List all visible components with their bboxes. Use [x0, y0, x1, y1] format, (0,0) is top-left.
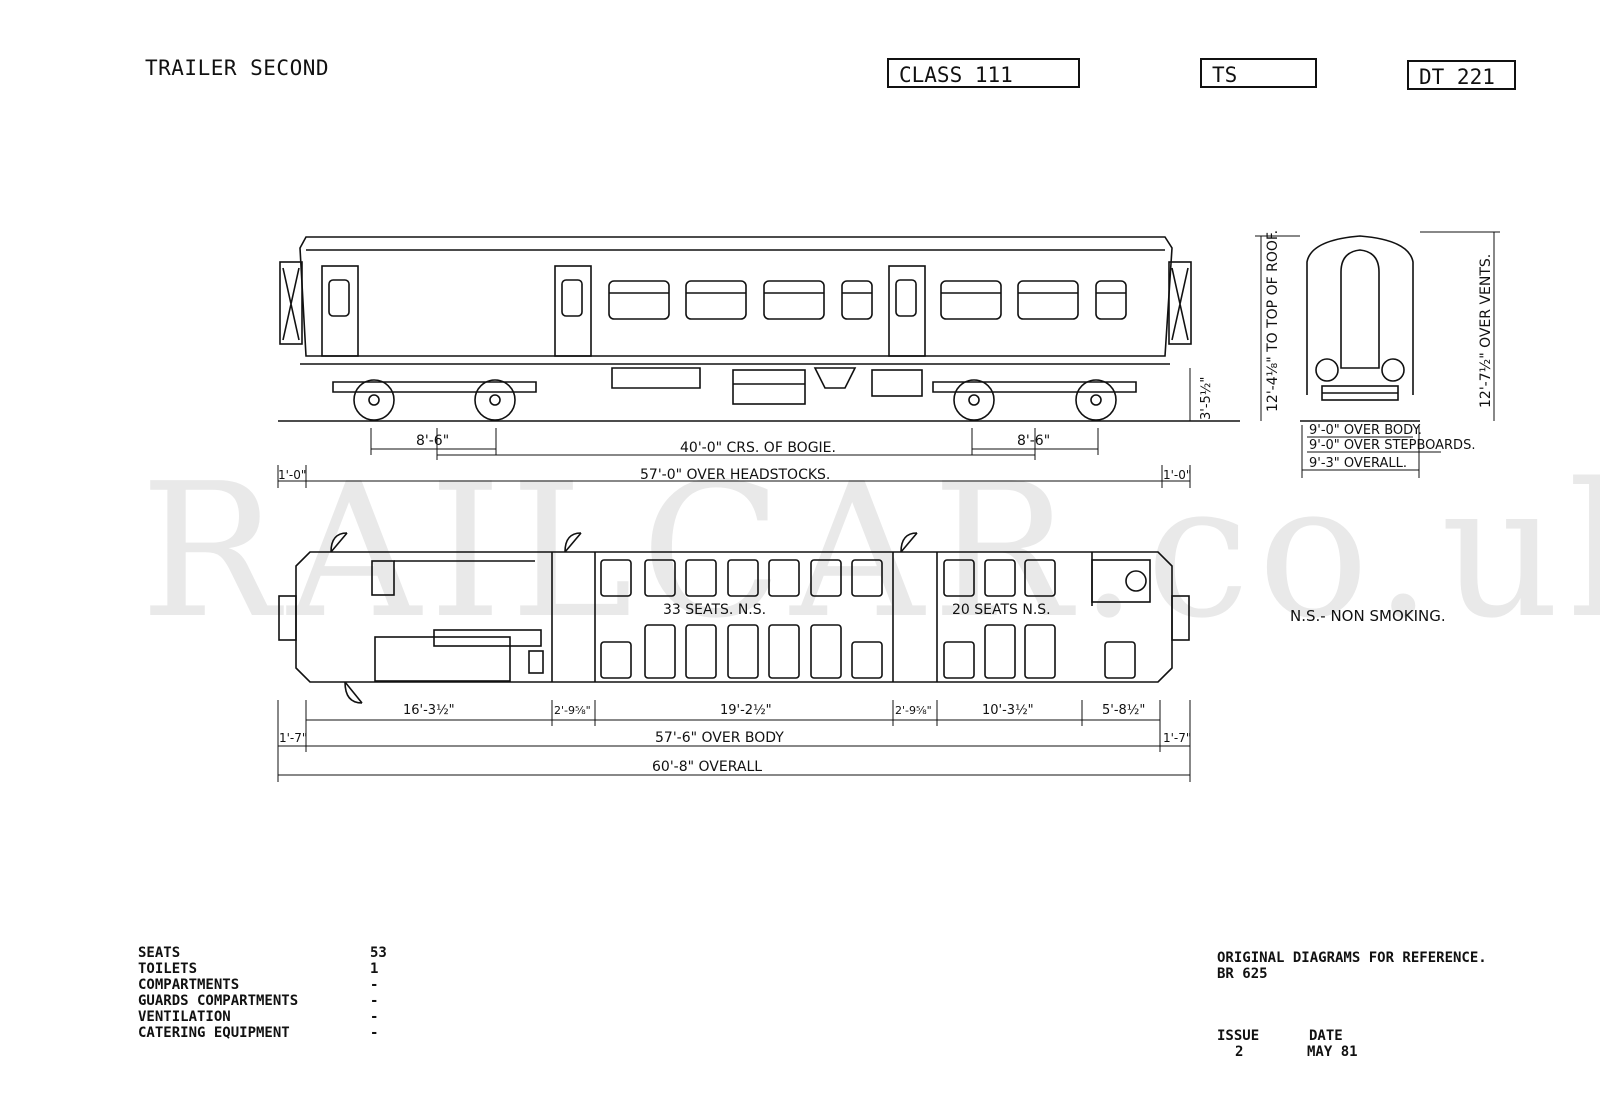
spec-row-toilets: TOILETS 1: [138, 961, 410, 977]
spec-row-compartments: COMPARTMENTS -: [138, 977, 410, 993]
spec-row-seats: SEATS 53: [138, 945, 410, 961]
dim-section-1: 16'-3½": [403, 703, 455, 718]
spec-value: -: [370, 1009, 379, 1025]
dim-section-2: 19'-2½": [720, 703, 772, 718]
issue-block: ISSUE DATE 2 MAY 81: [1217, 1028, 1358, 1060]
dim-headstock-left: 1'-0": [278, 468, 306, 482]
spec-label: VENTILATION: [138, 1009, 231, 1025]
dim-end-left: 1'-7": [279, 731, 307, 745]
end-dimensions: [1255, 231, 1500, 478]
specs-table: SEATS 53 TOILETS 1 COMPARTMENTS - GUARDS CO…: [138, 945, 410, 1041]
spec-value: -: [370, 993, 379, 1009]
side-dimensions: [277, 368, 1191, 488]
spec-row-guards-compartments: GUARDS COMPARTMENTS -: [138, 993, 410, 1009]
non-smoking-note: N.S.- NON SMOKING.: [1290, 607, 1446, 625]
dim-end-right: 1'-7": [1163, 731, 1191, 745]
dim-bogie-wheelbase-right: 8'-6": [1017, 433, 1050, 449]
dim-vestibule-2: 2'-9⅝": [895, 704, 932, 717]
reference-line-2: BR 625: [1217, 966, 1268, 982]
dim-section-4: 5'-8½": [1102, 703, 1145, 718]
spec-label: COMPARTMENTS: [138, 977, 240, 993]
diagram-number-box: DT 221: [1407, 60, 1516, 90]
dim-section-3: 10'-3½": [982, 703, 1034, 718]
class-box: CLASS 111: [887, 58, 1080, 88]
dim-end-over-stepboards: 9'-0" OVER STEPBOARDS.: [1309, 438, 1475, 453]
dim-end-over-body: 9'-0" OVER BODY.: [1309, 423, 1422, 438]
plan-dimensions: [277, 700, 1191, 782]
spec-value: -: [370, 977, 379, 993]
type-box: TS: [1200, 58, 1317, 88]
watermark: RAILCAR.co.uk: [140, 443, 1600, 659]
dim-over-headstocks: 57'-0" OVER HEADSTOCKS.: [640, 467, 830, 483]
label-20-seats: 20 SEATS N.S.: [952, 602, 1051, 618]
dim-vestibule-1: 2'-9⅝": [554, 704, 591, 717]
spec-label: CATERING EQUIPMENT: [138, 1025, 290, 1041]
dim-bogie-centres: 40'-0" CRS. OF BOGIE.: [680, 440, 836, 456]
date-label: DATE: [1309, 1028, 1343, 1044]
dim-over-body: 57'-6" OVER BODY: [655, 730, 784, 746]
plan-view: [278, 532, 1190, 704]
dim-bogie-wheelbase-left: 8'-6": [416, 433, 449, 449]
reference-line-1: ORIGINAL DIAGRAMS FOR REFERENCE.: [1217, 950, 1487, 966]
spec-label: GUARDS COMPARTMENTS: [138, 993, 299, 1009]
spec-row-ventilation: VENTILATION -: [138, 1009, 410, 1025]
date-value: MAY 81: [1307, 1044, 1358, 1060]
dim-over-vents: 12'-7½" OVER VENTS.: [1478, 254, 1494, 408]
issue-label: ISSUE: [1217, 1028, 1260, 1044]
reference-block: ORIGINAL DIAGRAMS FOR REFERENCE. BR 625: [1217, 950, 1487, 982]
dim-floor-height: 3'-5½": [1199, 377, 1214, 420]
end-elevation: [1300, 235, 1420, 422]
dim-end-overall: 9'-3" OVERALL.: [1309, 456, 1407, 471]
spec-value: 1: [370, 961, 379, 977]
issue-value: 2: [1235, 1044, 1244, 1060]
spec-value: 53: [370, 945, 387, 961]
label-33-seats: 33 SEATS. N.S.: [663, 602, 766, 618]
spec-row-catering-equipment: CATERING EQUIPMENT -: [138, 1025, 410, 1041]
diagram-title: TRAILER SECOND: [145, 56, 330, 80]
dim-headstock-right: 1'-0": [1163, 468, 1191, 482]
spec-label: SEATS: [138, 945, 181, 961]
spec-value: -: [370, 1025, 379, 1041]
side-elevation: [278, 236, 1240, 422]
dim-overall: 60'-8" OVERALL: [652, 759, 762, 775]
dim-to-top-of-roof: 12'-4⅛" TO TOP OF ROOF.: [1265, 230, 1281, 412]
spec-label: TOILETS: [138, 961, 198, 977]
